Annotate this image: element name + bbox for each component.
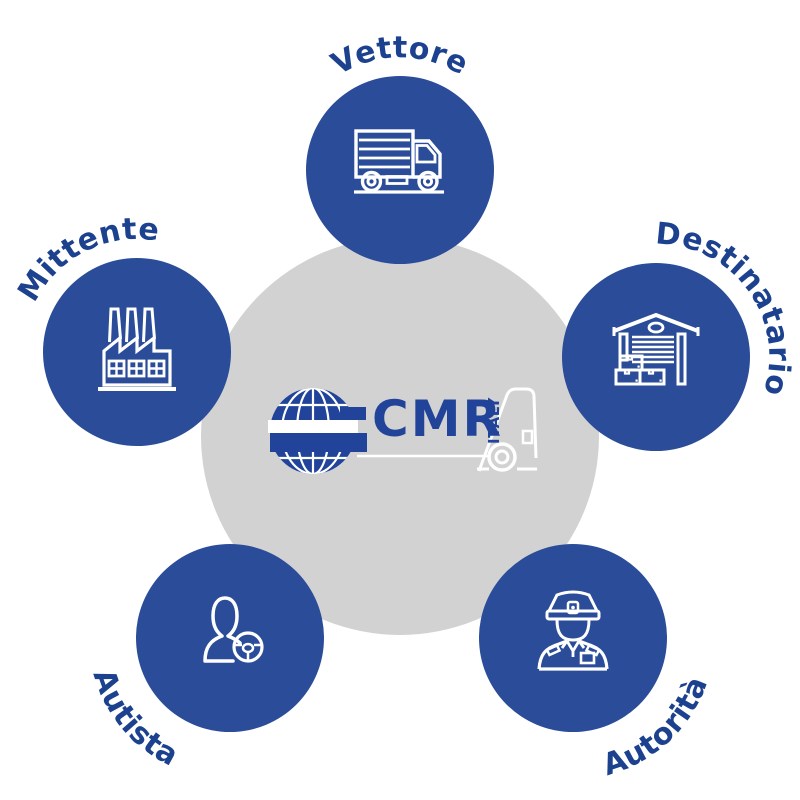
- police-officer-icon: [537, 590, 609, 671]
- logo-wordmark: CMR: [372, 390, 503, 448]
- logo-hyphen: [340, 407, 366, 420]
- node-mittente: Mittente: [11, 212, 231, 446]
- svg-text:Vettore: Vettore: [326, 30, 474, 82]
- node-autista: Autista: [86, 544, 324, 774]
- node-autorita: Autorità: [479, 544, 715, 783]
- ecmr-logo: CMR ITALY: [268, 387, 538, 474]
- node-destinatario: Destinatario: [562, 216, 796, 451]
- globe-e-icon: [268, 388, 367, 474]
- node-vettore: Vettore: [306, 30, 494, 264]
- warehouse-icon: [612, 312, 700, 386]
- vettore-circle: [306, 76, 494, 264]
- truck-icon: [354, 129, 444, 194]
- label-vettore: Vettore: [326, 30, 474, 82]
- logo-country: ITALY: [485, 397, 503, 444]
- driver-steering-wheel-icon: [203, 596, 264, 663]
- hub-circle: [201, 237, 599, 635]
- autorita-circle: [479, 544, 667, 732]
- factory-icon: [98, 307, 176, 391]
- logo-truck-outline-icon: [357, 387, 538, 472]
